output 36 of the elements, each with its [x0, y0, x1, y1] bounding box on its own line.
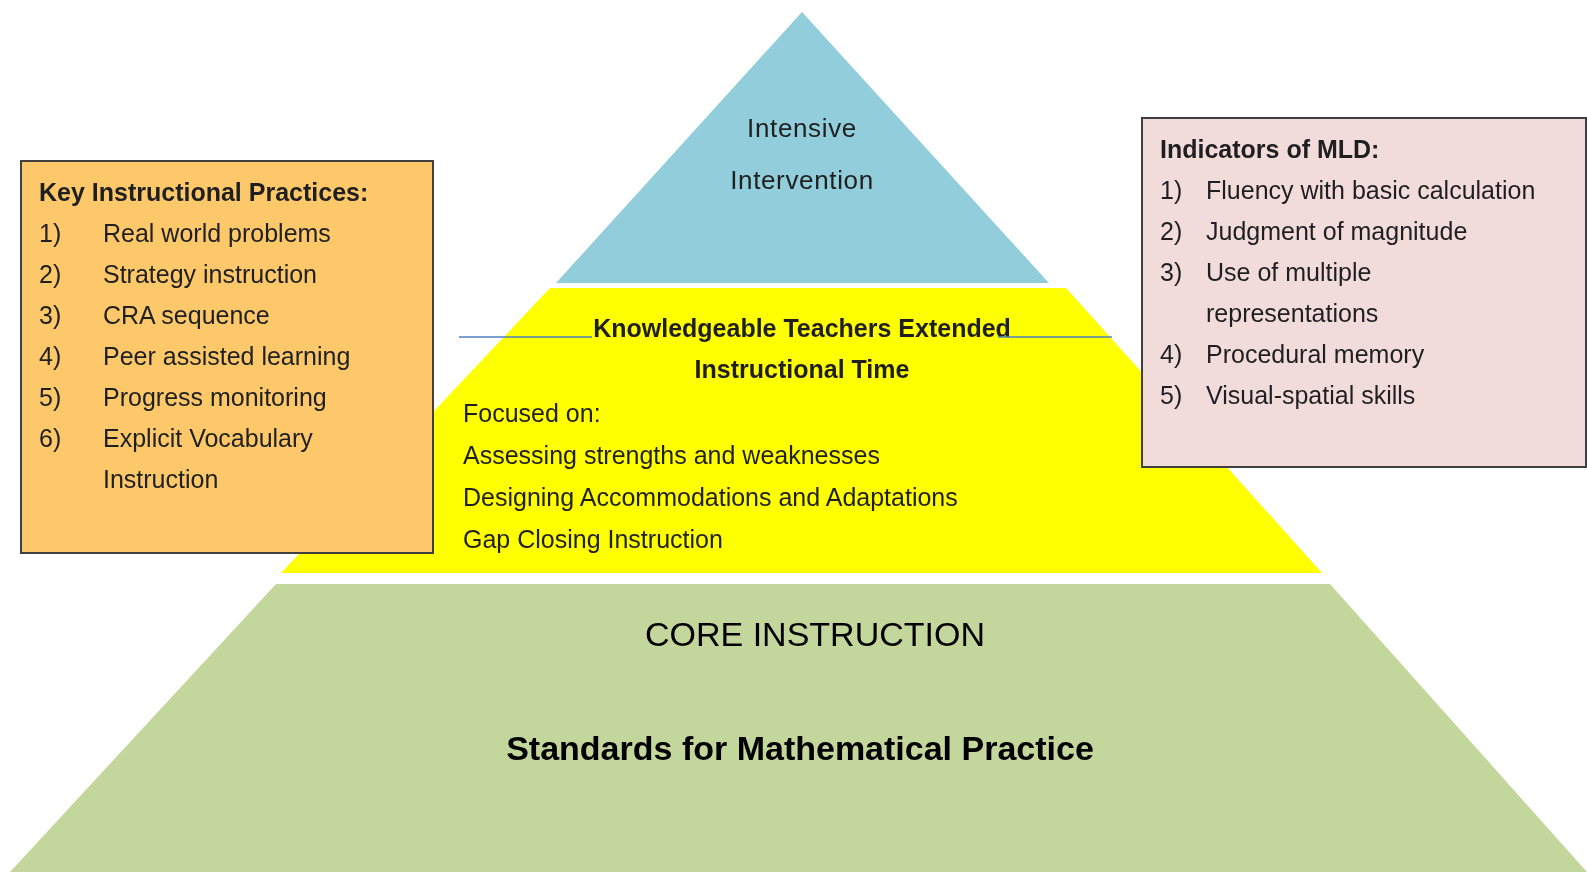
list-item: CRA sequence	[103, 300, 271, 331]
pyramid-tier	[556, 12, 1049, 283]
pyramid-tier	[10, 584, 1587, 872]
list-number: 1)	[39, 218, 63, 249]
tier-text: Gap Closing Instruction	[463, 524, 724, 555]
list-number: 5)	[39, 382, 63, 413]
box-heading: Key Instructional Practices:	[39, 177, 370, 208]
list-number: 4)	[1160, 339, 1184, 370]
list-number: 5)	[1160, 380, 1184, 411]
list-number: 4)	[39, 341, 63, 372]
list-number: 3)	[39, 300, 63, 331]
list-number: 6)	[39, 423, 63, 454]
list-item: Fluency with basic calculation	[1206, 175, 1536, 206]
tier-label: Intensive Intervention	[729, 112, 875, 197]
list-item: Visual-spatial skills	[1206, 380, 1417, 411]
list-item: Real world problems	[103, 218, 332, 249]
tier-text: Designing Accommodations and Adaptations	[463, 482, 958, 513]
list-item: Progress monitoring	[103, 382, 328, 413]
list-number: 2)	[39, 259, 63, 290]
list-item: Judgment of magnitude	[1206, 216, 1469, 247]
list-item: Strategy instruction	[103, 259, 318, 290]
list-item: Procedural memory	[1206, 339, 1426, 370]
list-number: 1)	[1160, 175, 1184, 206]
list-item: Explicit Vocabulary Instruction	[103, 423, 314, 495]
list-number: 3)	[1160, 257, 1184, 288]
list-item: Peer assisted learning	[103, 341, 352, 372]
info-box	[20, 160, 434, 554]
tier-subtitle: Standards for Mathematical Practice	[505, 728, 1095, 769]
tier-heading: CORE INSTRUCTION	[644, 614, 986, 655]
tier-heading: Knowledgeable Teachers Extended Instructional Time	[592, 313, 1012, 385]
list-item: Use of multiple representations	[1206, 257, 1380, 329]
list-number: 2)	[1160, 216, 1184, 247]
tier-text: Assessing strengths and weaknesses	[463, 440, 881, 471]
box-heading: Indicators of MLD:	[1160, 134, 1381, 165]
tier-text: Focused on:	[463, 398, 602, 429]
info-box	[1141, 117, 1587, 468]
